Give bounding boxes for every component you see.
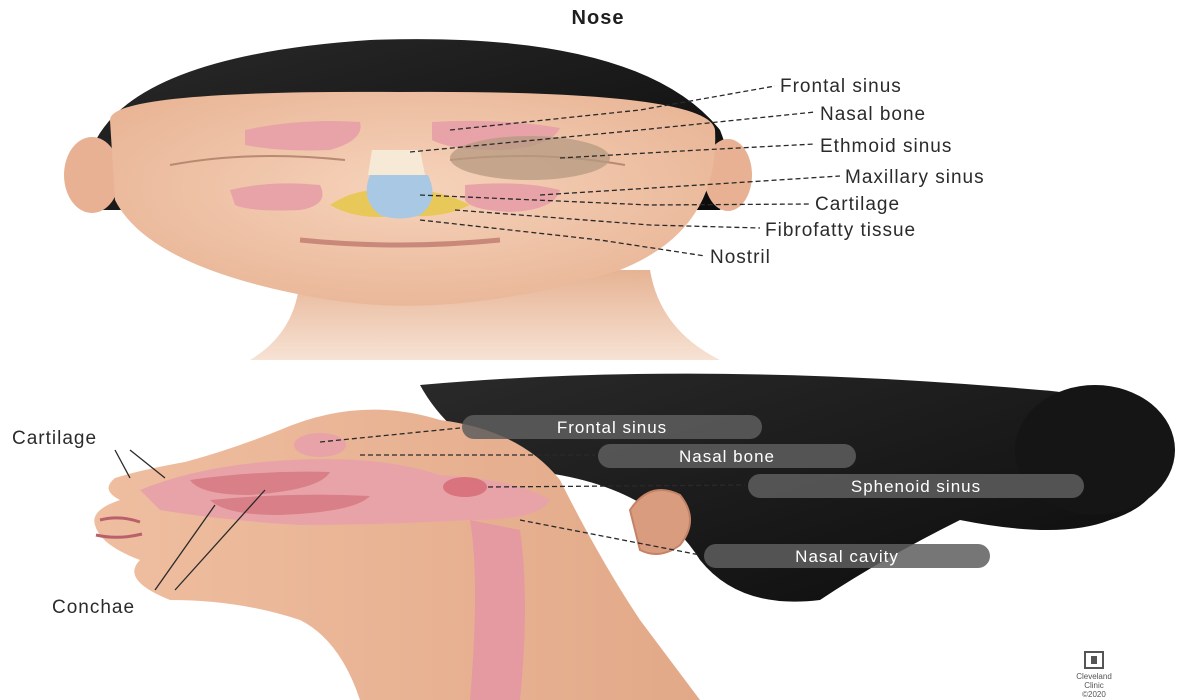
front-label-nasal-bone: Nasal bone [820, 104, 926, 125]
front-label-nostril: Nostril [710, 247, 771, 268]
front-ethmoid-sinus [450, 136, 610, 180]
front-nasal-bone [368, 150, 425, 175]
front-label-frontal-sinus: Frontal sinus [780, 76, 902, 97]
side-label-cartilage: Cartilage [12, 428, 97, 449]
logo-line-1: Cleveland [1076, 672, 1112, 681]
front-left-ear [64, 137, 120, 213]
diagram-title: Nose [572, 7, 625, 29]
side-label-frontal-sinus: Frontal sinus [557, 418, 667, 437]
front-maxillary-sinus-left [230, 183, 323, 210]
front-label-fibrofatty-tissue: Fibrofatty tissue [765, 220, 916, 241]
front-cartilage [367, 175, 433, 219]
side-frontal-sinus [294, 433, 346, 457]
cleveland-clinic-logo: Cleveland Clinic ©2020 [1076, 652, 1112, 699]
front-label-cartilage: Cartilage [815, 194, 900, 215]
front-label-ethmoid-sinus: Ethmoid sinus [820, 136, 952, 157]
logo-mark-inner [1091, 656, 1097, 664]
side-ear [630, 490, 690, 554]
side-pharynx [470, 520, 525, 700]
side-label-nasal-bone: Nasal bone [679, 447, 775, 466]
side-label-sphenoid-sinus: Sphenoid sinus [851, 477, 981, 496]
front-view-illustration [64, 39, 752, 360]
side-label-conchae: Conchae [52, 597, 135, 618]
side-label-nasal-cavity: Nasal cavity [795, 547, 899, 566]
logo-line-2: Clinic [1084, 681, 1104, 690]
side-sphenoid-sinus [443, 477, 487, 497]
front-label-maxillary-sinus: Maxillary sinus [845, 167, 985, 188]
logo-line-3: ©2020 [1082, 690, 1106, 699]
